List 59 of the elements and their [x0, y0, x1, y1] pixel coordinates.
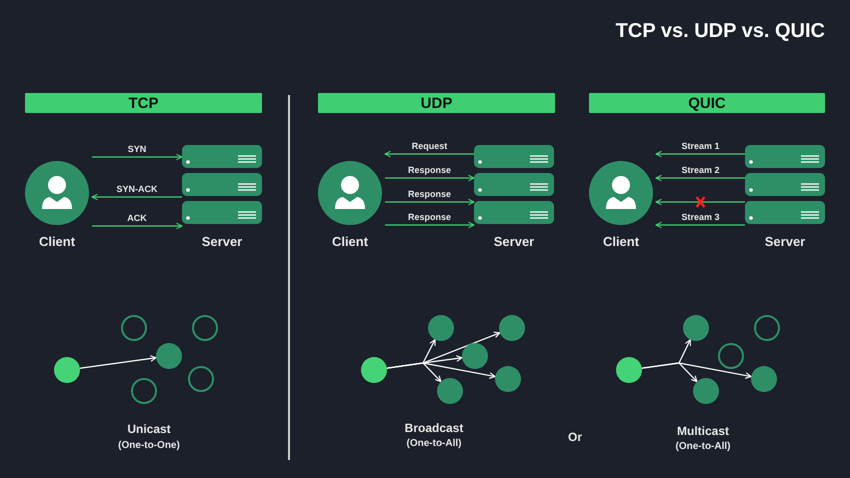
protocol-header: UDP: [318, 93, 555, 113]
diagram-title: TCP vs. UDP vs. QUIC: [616, 20, 825, 43]
cast-description: (One-to-All): [676, 441, 730, 452]
receiver-node: [693, 378, 719, 404]
receiver-node: [499, 315, 525, 341]
sender-node: [616, 357, 642, 383]
cast-description: (One-to-One): [118, 440, 180, 451]
arrow: [642, 362, 752, 379]
edge-label: Stream 1: [681, 141, 720, 151]
edge-label: Stream 2: [681, 165, 720, 175]
arrow: [385, 174, 475, 182]
edge-label: Stream 3: [681, 212, 720, 222]
receiver-node: [437, 378, 463, 404]
receiver-node: [156, 343, 182, 369]
server-label: Server: [764, 234, 806, 249]
cast-type-label: Broadcast: [404, 421, 464, 435]
receiver-node: [683, 315, 709, 341]
arrow: [655, 222, 745, 228]
arrow: [385, 222, 475, 228]
edge-label: Request: [412, 141, 448, 151]
arrow: [655, 174, 745, 182]
edge-label: Response: [408, 189, 451, 199]
idle-node: [718, 343, 744, 369]
client-label: Client: [38, 234, 76, 249]
arrow: [655, 198, 745, 206]
edge-label: SYN-ACK: [116, 184, 158, 194]
arrow: [384, 150, 474, 158]
protocol-header: QUIC: [589, 93, 825, 113]
receiver-node: [462, 343, 488, 369]
arrow: [386, 332, 500, 369]
arrow: [385, 198, 475, 206]
idle-node: [192, 315, 218, 341]
receiver-node: [751, 366, 777, 392]
idle-node: [121, 315, 147, 341]
arrow: [92, 154, 183, 160]
cast-type-label: Multicast: [677, 424, 729, 438]
edge-label: SYN: [128, 144, 146, 154]
edge-label: Response: [408, 212, 451, 222]
idle-node: [131, 378, 157, 404]
edge-label: ACK: [127, 213, 147, 223]
client-label: Client: [330, 234, 370, 249]
idle-node: [188, 366, 214, 392]
server-label: Server: [200, 234, 244, 249]
server-label: Server: [492, 234, 536, 249]
arrow: [80, 355, 157, 369]
arrow: [92, 222, 183, 230]
arrow: [91, 194, 182, 200]
cast-type-label: Or: [568, 430, 582, 444]
idle-node: [754, 315, 780, 341]
edge-label: Response: [408, 165, 451, 175]
arrow: [655, 150, 745, 158]
sender-node: [361, 357, 387, 383]
client-label: Client: [602, 234, 640, 249]
cast-type-label: Unicast: [127, 422, 171, 436]
protocol-header: TCP: [25, 93, 262, 113]
cast-description: (One-to-All): [406, 438, 462, 449]
receiver-node: [428, 315, 454, 341]
receiver-node: [495, 366, 521, 392]
sender-node: [54, 357, 80, 383]
